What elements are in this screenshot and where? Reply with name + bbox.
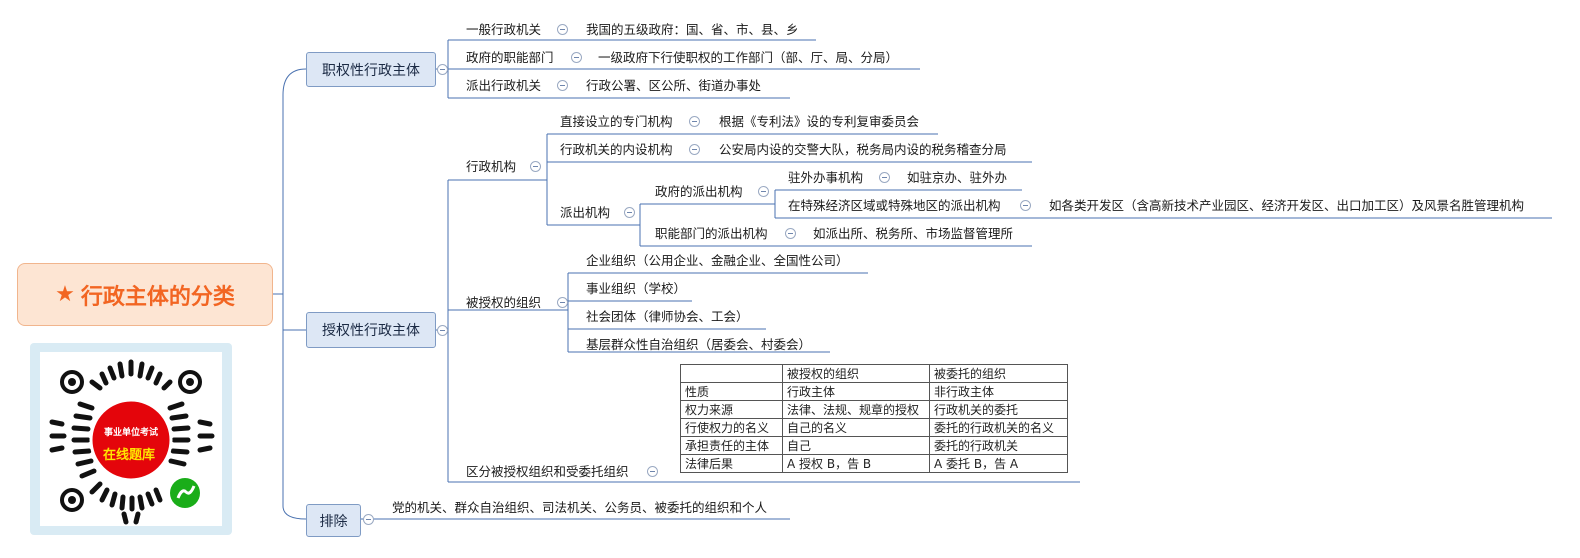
collapse-toggle-icon[interactable]: [530, 161, 541, 172]
table-cell: 法律、法规、规章的授权: [782, 400, 930, 419]
node-detail[interactable]: 行政公署、区公所、街道办事处: [586, 78, 762, 93]
collapse-toggle-icon[interactable]: [437, 325, 448, 336]
collapse-toggle-icon[interactable]: [624, 207, 635, 218]
collapse-toggle-icon[interactable]: [689, 144, 700, 155]
node-general-admin-organ[interactable]: 一般行政机关: [466, 22, 542, 37]
list-item[interactable]: 企业组织（公用企业、金融企业、全国性公司）: [586, 253, 849, 268]
node-detail[interactable]: 我国的五级政府：国、省、市、县、乡: [586, 22, 799, 37]
collapse-toggle-icon[interactable]: [557, 297, 568, 308]
table-cell: 法律后果: [680, 454, 783, 473]
table-cell: [680, 364, 783, 383]
node-detail[interactable]: 如驻京办、驻外办: [907, 170, 1008, 185]
node-detail[interactable]: 根据《专利法》设的专利复审委员会: [719, 114, 920, 129]
branch-label: 排除: [319, 513, 348, 530]
collapse-toggle-icon[interactable]: [758, 186, 769, 197]
table-row: 承担责任的主体 自己 委托的行政机关: [680, 436, 1068, 455]
collapse-toggle-icon[interactable]: [879, 172, 890, 183]
collapse-toggle-icon[interactable]: [647, 466, 658, 477]
collapse-toggle-icon[interactable]: [785, 228, 796, 239]
table-cell: 被委托的组织: [929, 364, 1068, 383]
node-detail[interactable]: 一级政府下行使职权的工作部门（部、厅、局、分局）: [598, 50, 899, 65]
table-cell: 权力来源: [680, 400, 783, 419]
branch-label: 授权性行政主体: [322, 323, 420, 339]
list-item[interactable]: 事业组织（学校）: [586, 281, 687, 296]
root-title: 行政主体的分类: [80, 284, 235, 310]
node-functional-department[interactable]: 政府的职能部门: [466, 50, 554, 65]
node-detail[interactable]: 如派出所、税务所、市场监督管理所: [813, 226, 1014, 241]
node-exclusion-detail[interactable]: 党的机关、群众自治组织、司法机关、公务员、被委托的组织和个人: [392, 500, 768, 515]
list-item[interactable]: 社会团体（律师协会、工会）: [586, 309, 749, 324]
table-cell: 承担责任的主体: [680, 436, 783, 455]
node-special-agency[interactable]: 直接设立的专门机构: [560, 114, 673, 129]
star-icon: ★: [55, 282, 75, 307]
node-authorized-organization[interactable]: 被授权的组织: [466, 295, 542, 310]
branch-authorized-subject[interactable]: 授权性行政主体: [306, 312, 436, 348]
table-row: 权力来源 法律、法规、规章的授权 行政机关的委托: [680, 400, 1068, 419]
node-special-zone-dispatched[interactable]: 在特殊经济区域或特殊地区的派出机构: [788, 198, 1001, 213]
table-cell: 自己: [782, 436, 930, 455]
node-government-dispatched[interactable]: 政府的派出机构: [655, 184, 743, 199]
collapse-toggle-icon[interactable]: [363, 514, 374, 525]
list-item[interactable]: 基层群众性自治组织（居委会、村委会）: [586, 337, 812, 352]
branch-label: 职权性行政主体: [322, 62, 420, 79]
node-dispatched-agency[interactable]: 派出机构: [560, 205, 611, 220]
table-cell: 行政主体: [782, 382, 930, 401]
table-cell: 自己的名义: [782, 418, 930, 437]
collapse-toggle-icon[interactable]: [1020, 200, 1031, 211]
table-cell: 行政机关的委托: [929, 400, 1068, 419]
node-detail[interactable]: 公安局内设的交警大队，税务局内设的税务稽查分局: [719, 142, 1007, 157]
table-cell: A 委托 B，告 A: [929, 454, 1068, 473]
qr-pattern-icon: [49, 359, 215, 525]
table-cell: 性质: [680, 382, 783, 401]
node-compare[interactable]: 区分被授权组织和受委托组织: [466, 464, 629, 479]
table-cell: 行使权力的名义: [680, 418, 783, 437]
table-cell: 被授权的组织: [782, 364, 930, 383]
table-row: 法律后果 A 授权 B，告 B A 委托 B，告 A: [680, 454, 1068, 473]
comparison-table: 被授权的组织 被委托的组织 性质 行政主体 非行政主体 权力来源 法律、法规、规…: [680, 364, 1068, 473]
table-header-row: 被授权的组织 被委托的组织: [680, 364, 1068, 383]
table-row: 性质 行政主体 非行政主体: [680, 382, 1068, 401]
collapse-toggle-icon[interactable]: [689, 116, 700, 127]
qr-code-card: 事业单位考试 在线题库: [30, 343, 232, 535]
branch-authority-subject[interactable]: 职权性行政主体: [306, 52, 436, 87]
node-internal-agency[interactable]: 行政机关的内设机构: [560, 142, 673, 157]
collapse-toggle-icon[interactable]: [557, 80, 568, 91]
node-admin-agency[interactable]: 行政机构: [466, 159, 517, 174]
table-cell: 委托的行政机关的名义: [929, 418, 1068, 437]
qr-caption-line1: 事业单位考试: [104, 428, 159, 438]
table-cell: A 授权 B，告 B: [782, 454, 930, 473]
node-overseas-office[interactable]: 驻外办事机构: [788, 170, 864, 185]
node-detail[interactable]: 如各类开发区（含高新技术产业园区、经济开发区、出口加工区）及风景名胜管理机构: [1049, 198, 1525, 213]
qr-code: 事业单位考试 在线题库: [40, 352, 222, 526]
table-cell: 委托的行政机关: [929, 436, 1068, 455]
collapse-toggle-icon[interactable]: [437, 64, 448, 75]
node-department-dispatched[interactable]: 职能部门的派出机构: [655, 226, 768, 241]
qr-caption-line2: 在线题库: [103, 448, 156, 463]
branch-exclusion[interactable]: 排除: [306, 504, 361, 537]
node-dispatched-admin-organ[interactable]: 派出行政机关: [466, 78, 542, 93]
table-cell: 非行政主体: [929, 382, 1068, 401]
table-row: 行使权力的名义 自己的名义 委托的行政机关的名义: [680, 418, 1068, 437]
collapse-toggle-icon[interactable]: [557, 24, 568, 35]
root-node[interactable]: ★ 行政主体的分类: [17, 263, 273, 326]
collapse-toggle-icon[interactable]: [571, 52, 582, 63]
